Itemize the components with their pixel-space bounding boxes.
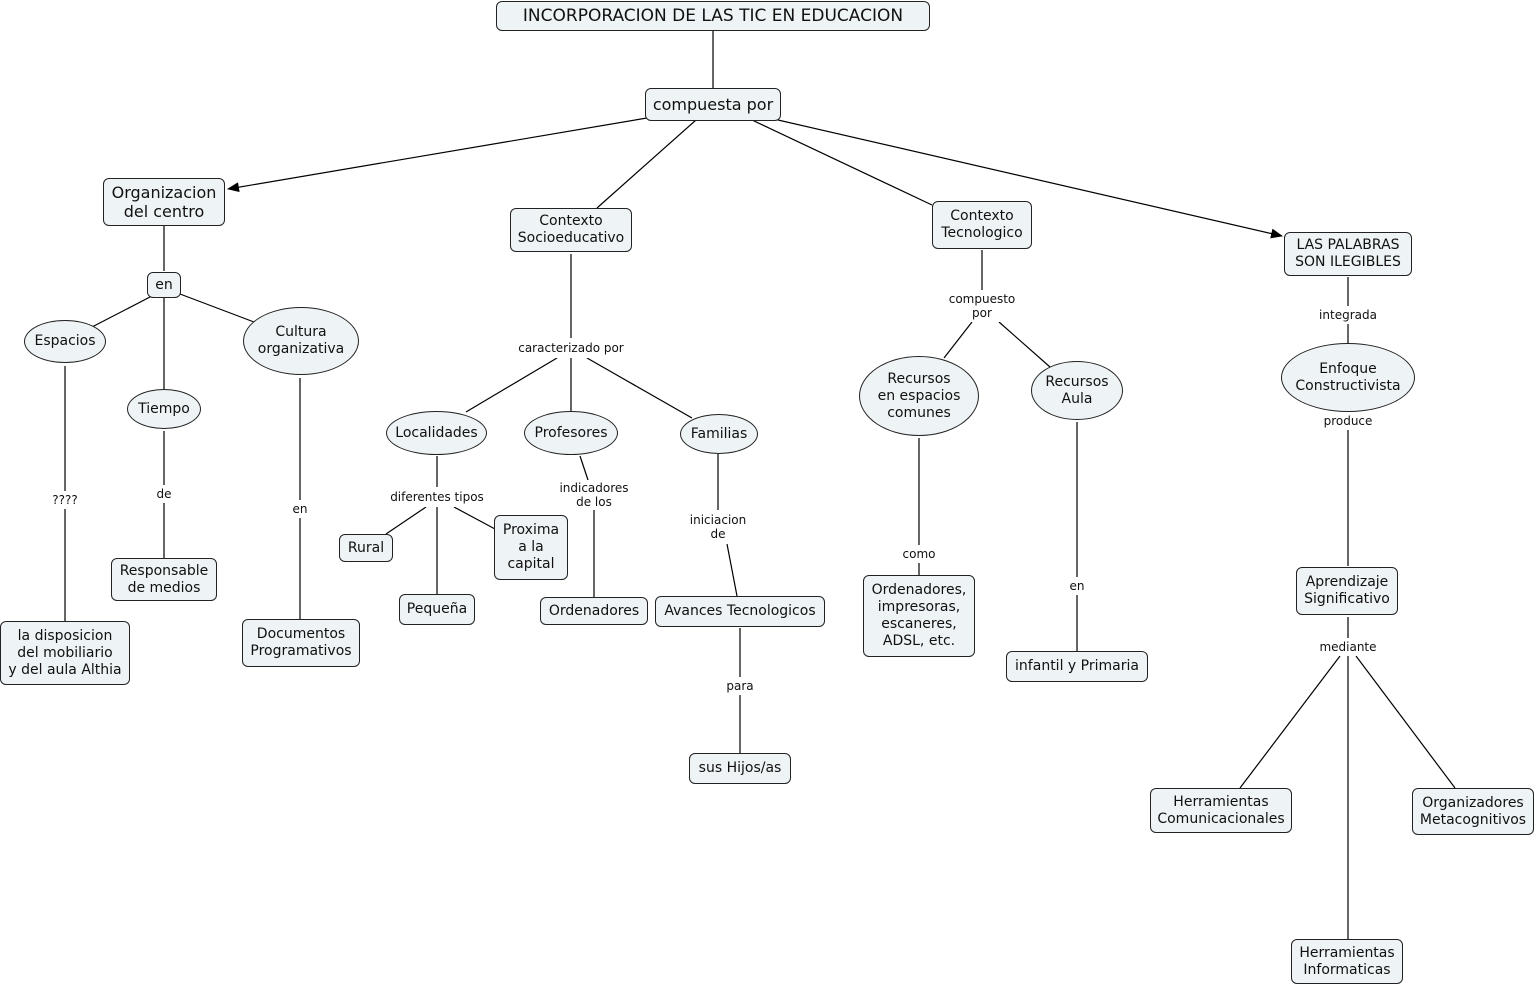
- link-compuesto-aula: [998, 321, 1051, 368]
- link-label-integrada: integrada: [1313, 306, 1383, 324]
- link-tipos-rural: [385, 506, 427, 535]
- concept-rural[interactable]: Rural: [339, 534, 393, 562]
- link-label-mediante: mediante: [1312, 638, 1384, 656]
- link-label-caracterizado: caracterizado por: [511, 338, 631, 358]
- link-label-para: para: [722, 677, 758, 695]
- concept-profesores[interactable]: Profesores: [524, 411, 618, 455]
- root-concept-title[interactable]: INCORPORACION DE LAS TIC EN EDUCACION: [496, 1, 930, 31]
- link-caracterizado-familias: [586, 357, 693, 419]
- concept-herramientas-informaticas[interactable]: Herramientas Informaticas: [1291, 939, 1403, 984]
- link-label-diferentes: diferentes tipos: [382, 487, 492, 507]
- link-en-espacios: [91, 296, 151, 328]
- link-label-iniciacion: iniciacion de: [684, 510, 752, 544]
- link-mediante-herrcom: [1239, 655, 1341, 789]
- concept-ordenadores[interactable]: Ordenadores: [540, 597, 648, 625]
- concept-sus-hijos[interactable]: sus Hijos/as: [689, 753, 791, 784]
- link-en-cultura: [179, 293, 255, 323]
- concept-compuesta-por[interactable]: compuesta por: [645, 88, 781, 121]
- link-tipos-proxima: [453, 506, 496, 530]
- concept-familias[interactable]: Familias: [680, 414, 758, 454]
- concept-contexto-socioeducativo[interactable]: Contexto Socioeducativo: [510, 208, 632, 252]
- concept-infantil-y-primaria[interactable]: infantil y Primaria: [1006, 651, 1148, 682]
- link-compuesta-organizacion: [227, 117, 648, 193]
- concept-organizacion-del-centro[interactable]: Organizacion del centro: [103, 178, 225, 226]
- concept-proxima-a-la-capital[interactable]: Proxima a la capital: [494, 515, 568, 580]
- concept-recursos-aula[interactable]: Recursos Aula: [1031, 361, 1123, 420]
- concept-enfoque-constructivista[interactable]: Enfoque Constructivista: [1281, 343, 1415, 412]
- concept-ordenadores-impresoras[interactable]: Ordenadores, impresoras, escaneres, ADSL…: [863, 575, 975, 657]
- concept-cultura-organizativa[interactable]: Cultura organizativa: [243, 307, 359, 375]
- concept-localidades[interactable]: Localidades: [386, 411, 487, 455]
- concept-responsable-de-medios[interactable]: Responsable de medios: [111, 558, 217, 601]
- link-label-en-cultura: en: [288, 500, 312, 518]
- link-label-indicadores: indicadores de los: [554, 480, 634, 510]
- concept-recursos-en-espacios-comunes[interactable]: Recursos en espacios comunes: [859, 356, 979, 436]
- concept-tiempo[interactable]: Tiempo: [127, 389, 201, 429]
- concept-documentos-programativos[interactable]: Documentos Programativos: [242, 619, 360, 667]
- concept-espacios[interactable]: Espacios: [24, 320, 106, 363]
- link-label-produce: produce: [1316, 412, 1380, 430]
- link-label-signos: ????: [45, 491, 85, 509]
- link-caracterizado-localidades: [465, 357, 558, 413]
- concept-aprendizaje-significativo[interactable]: Aprendizaje Significativo: [1296, 567, 1398, 615]
- link-iniciacion-avances: [726, 543, 738, 597]
- concept-herramientas-comunicacionales[interactable]: Herramientas Comunicacionales: [1150, 788, 1292, 833]
- concept-organizadores-metacognitivos[interactable]: Organizadores Metacognitivos: [1412, 788, 1534, 835]
- link-label-de: de: [152, 485, 176, 503]
- link-compuesto-comunes: [943, 321, 973, 359]
- concept-las-palabras-son-ilegibles[interactable]: LAS PALABRAS SON ILEGIBLES: [1284, 232, 1412, 276]
- link-compuesta-socio: [596, 119, 697, 209]
- link-profesores-indicadores: [579, 455, 589, 481]
- concept-avances-tecnologicos[interactable]: Avances Tecnologicos: [655, 596, 825, 627]
- link-mediante-organizadores: [1355, 655, 1456, 789]
- link-label-en-aula: en: [1065, 577, 1089, 595]
- link-label-compuesto: compuesto por: [942, 290, 1022, 322]
- concept-pequena[interactable]: Pequeña: [399, 594, 475, 625]
- concept-en[interactable]: en: [147, 272, 181, 298]
- concept-la-disposicion-del-mobiliario[interactable]: la disposicion del mobiliario y del aula…: [0, 621, 130, 685]
- concept-contexto-tecnologico[interactable]: Contexto Tecnologico: [932, 201, 1032, 249]
- link-label-como: como: [898, 545, 940, 563]
- link-compuesta-tecnologico: [751, 119, 933, 206]
- link-compuesta-palabras: [777, 119, 1283, 239]
